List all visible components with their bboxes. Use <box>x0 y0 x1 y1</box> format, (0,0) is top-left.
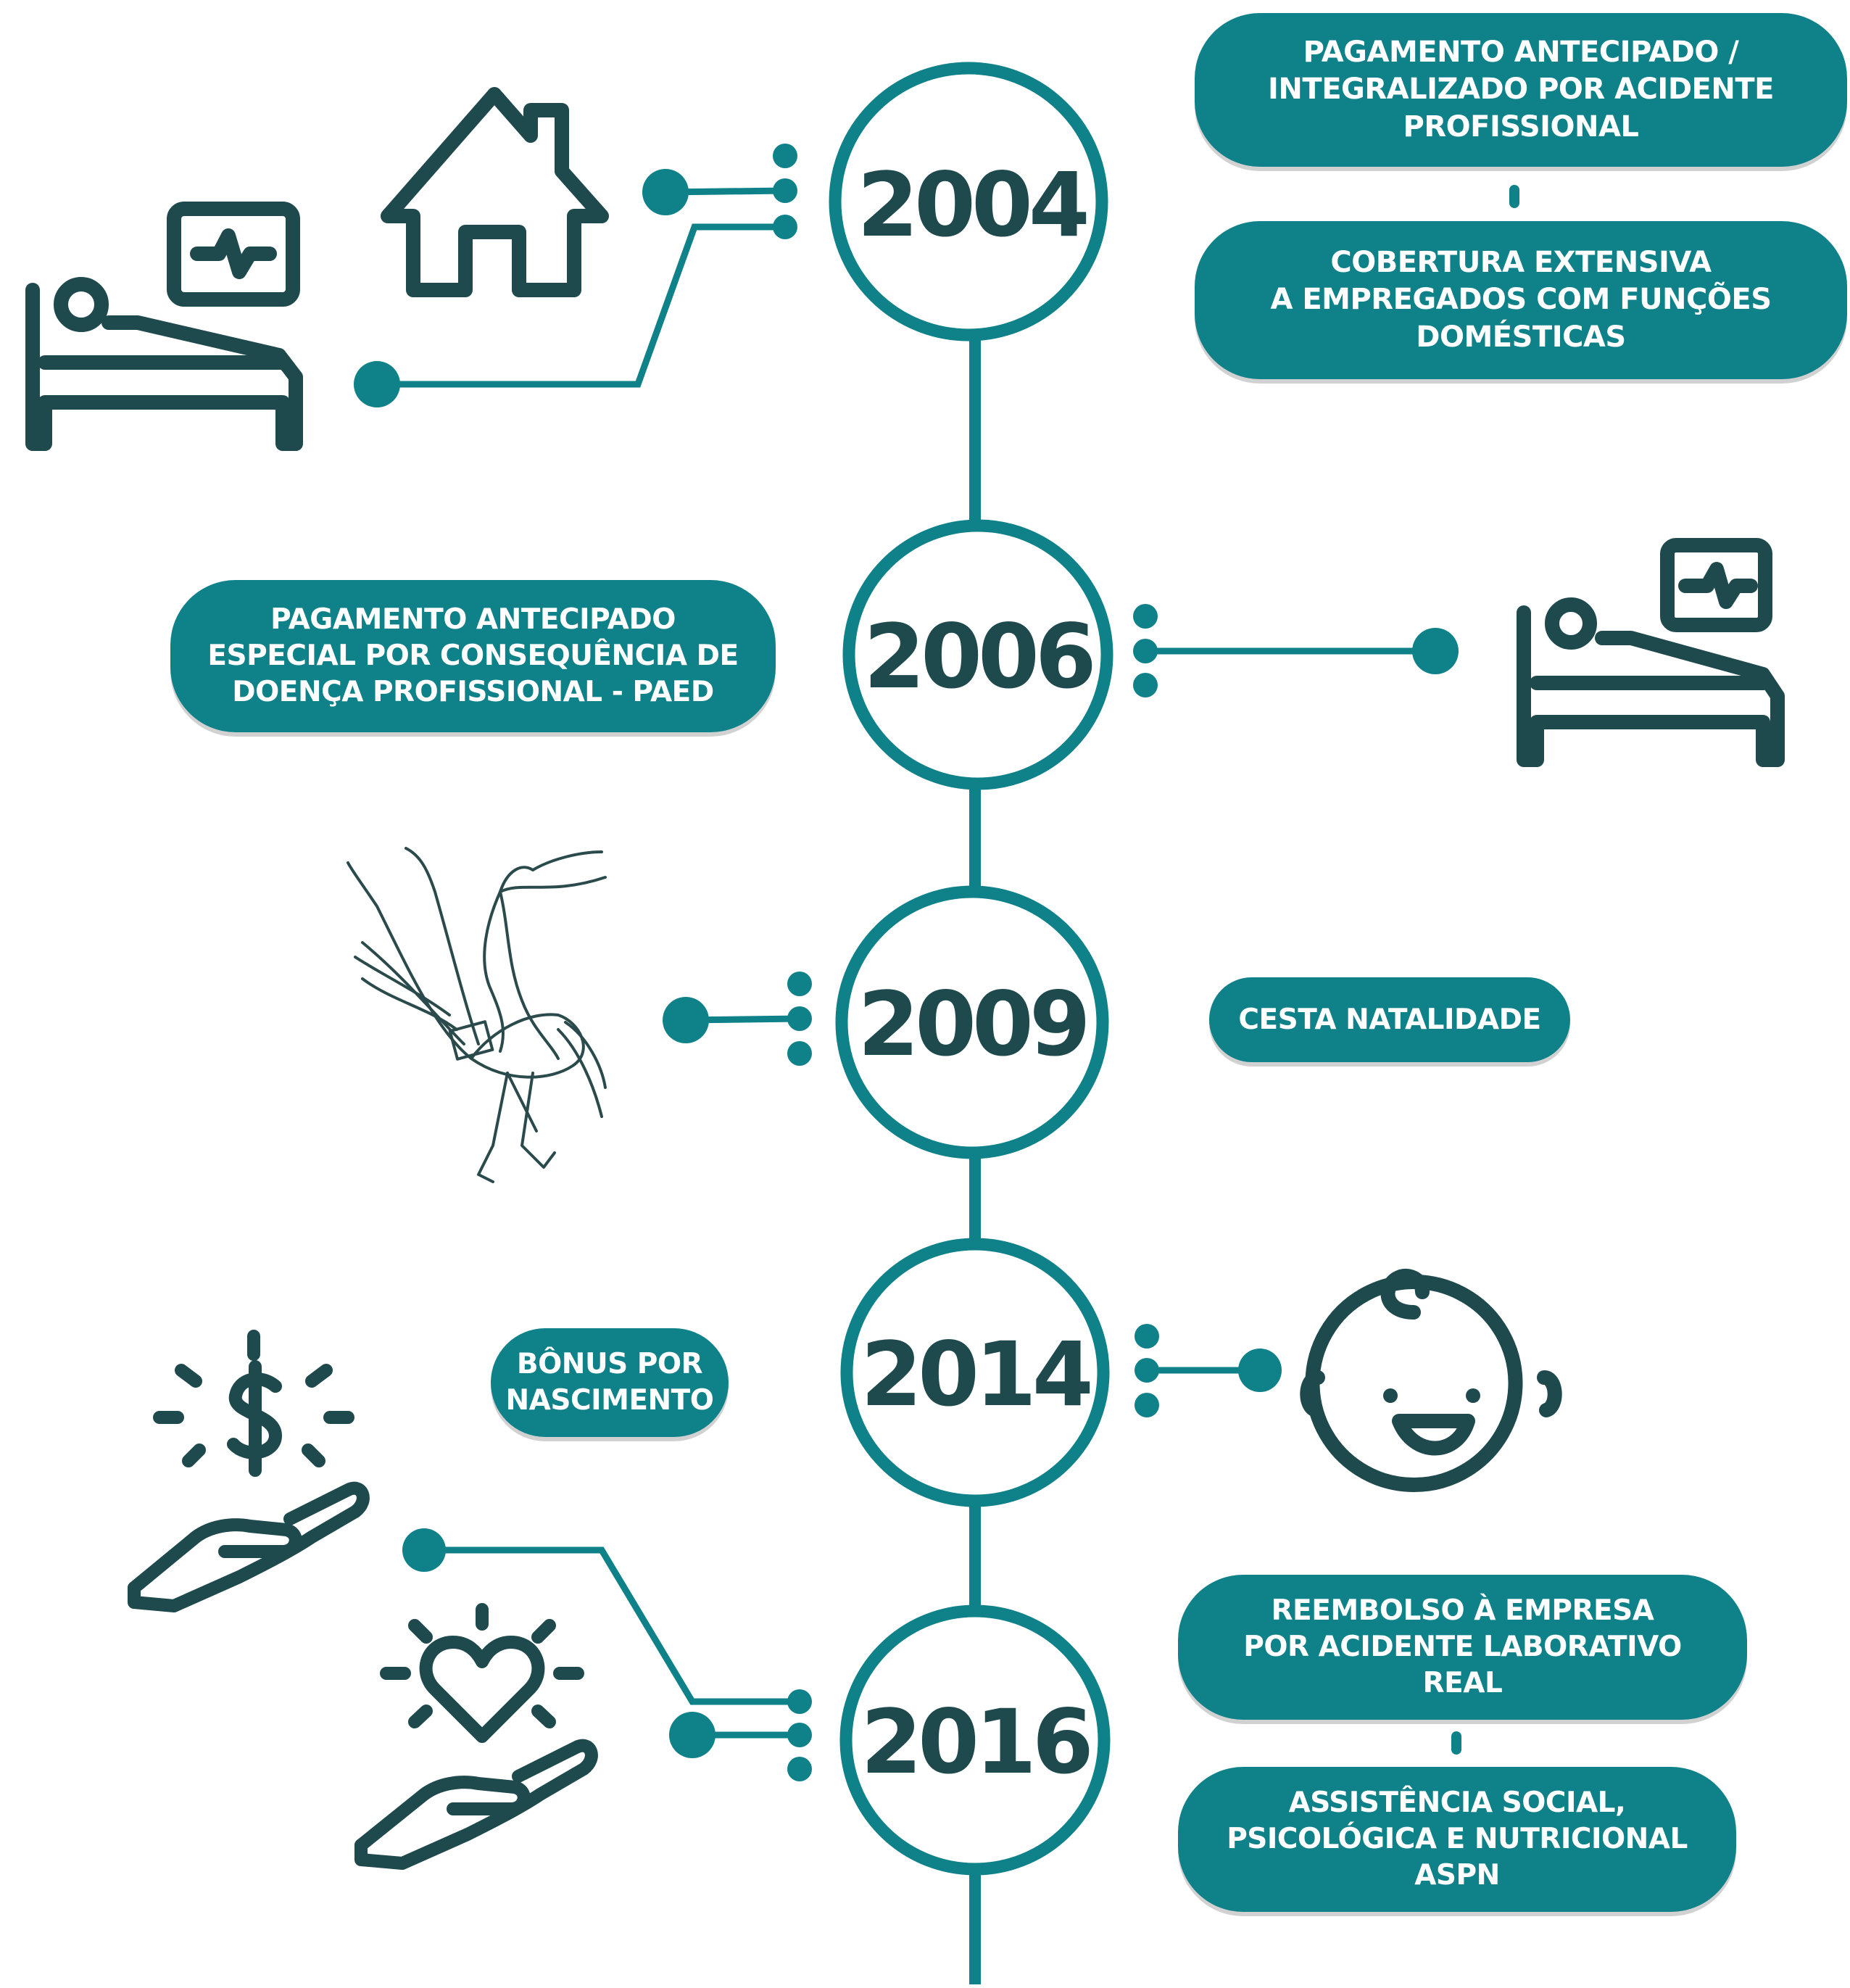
card-2016-reimbursement: REEMBOLSO À EMPRESA POR ACIDENTE LABORAT… <box>1178 1575 1747 1720</box>
year-node-2006: 2006 <box>842 519 1113 790</box>
connector-2016 <box>402 1528 812 1781</box>
year-label-2016: 2016 <box>860 1691 1090 1794</box>
connector-2004-cards <box>1509 185 1519 208</box>
card-2006-paed-text: PAGAMENTO ANTECIPADO ESPECIAL POR CONSEQ… <box>207 603 739 708</box>
card-2004-coverage-text: COBERTURA EXTENSIVA A EMPREGADOS COM FUN… <box>1270 246 1772 354</box>
year-node-2016: 2016 <box>839 1604 1111 1876</box>
card-2004-prepayment: PAGAMENTO ANTECIPADO / INTEGRALIZADO POR… <box>1195 13 1847 167</box>
card-2016-assistance-text: ASSISTÊNCIA SOCIAL, PSICOLÓGICA E NUTRIC… <box>1227 1786 1688 1892</box>
connector-2006 <box>1133 604 1459 697</box>
year-label-2014: 2014 <box>860 1323 1090 1426</box>
year-label-2004: 2004 <box>857 154 1087 257</box>
connector-2009 <box>663 972 812 1066</box>
year-node-2009: 2009 <box>835 885 1109 1159</box>
card-2016-assistance: ASSISTÊNCIA SOCIAL, PSICOLÓGICA E NUTRIC… <box>1178 1767 1736 1912</box>
connector-2004-bed <box>354 223 785 407</box>
card-2004-prepayment-text: PAGAMENTO ANTECIPADO / INTEGRALIZADO POR… <box>1268 36 1774 144</box>
baby-face-icon <box>1300 1269 1562 1492</box>
year-node-2004: 2004 <box>829 62 1108 341</box>
connector-2004-house <box>642 144 797 239</box>
card-2006-paed: PAGAMENTO ANTECIPADO ESPECIAL POR CONSEQ… <box>170 580 776 732</box>
connector-2016-cards <box>1451 1731 1461 1755</box>
hospital-bed-icon <box>25 202 303 451</box>
card-2004-coverage: COBERTURA EXTENSIVA A EMPREGADOS COM FUN… <box>1195 221 1847 379</box>
card-2014-bonus-text: BÔNUS POR NASCIMENTO <box>505 1348 714 1417</box>
card-2016-reimbursement-text: REEMBOLSO À EMPRESA POR ACIDENTE LABORAT… <box>1243 1594 1682 1699</box>
connector-2014 <box>1135 1324 1282 1417</box>
card-2014-bonus: BÔNUS POR NASCIMENTO <box>491 1328 729 1437</box>
hospital-bed-icon <box>1517 538 1785 767</box>
heart-hand-icon <box>354 1603 598 1870</box>
stork-icon <box>347 847 607 1183</box>
year-node-2014: 2014 <box>840 1238 1110 1507</box>
card-2009-basket: CESTA NATALIDADE <box>1209 977 1570 1062</box>
card-2009-basket-text: CESTA NATALIDADE <box>1238 1003 1541 1036</box>
year-label-2009: 2009 <box>858 973 1087 1076</box>
money-hand-icon <box>128 1330 370 1612</box>
year-label-2006: 2006 <box>863 605 1092 708</box>
house-icon <box>381 87 609 297</box>
